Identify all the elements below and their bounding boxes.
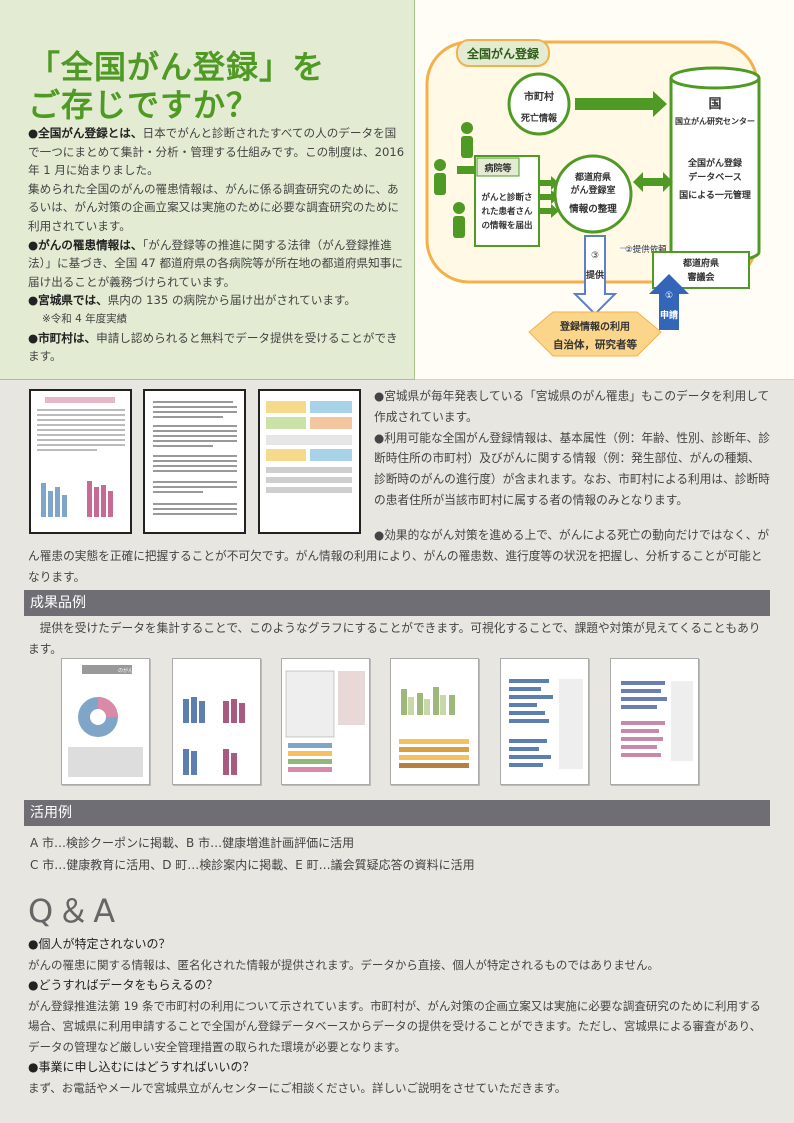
qa-answer: がん登録推進法第 19 条で市町村の利用について示されています。市町村が、がん対… xyxy=(28,998,762,1054)
middle-text-full: ●効果的ながん対策を進める上で、がんによる死亡の動向だけではなく、がん罹患の実態… xyxy=(28,528,770,584)
qa-question: ●事業に申し込むにはどうすればいいの？ xyxy=(28,1060,255,1074)
two-way-arrow-icon xyxy=(633,172,673,192)
svg-text:①: ① xyxy=(665,291,673,301)
flow-diagram: 全国がん登録 市町村 死亡情報 国 国立がん研究センター 全国がん登録 データベ… xyxy=(425,39,761,357)
svg-text:がん登録室: がん登録室 xyxy=(570,184,615,196)
nation-label: 国 xyxy=(708,97,721,112)
ncc-label: 国立がん研究センター xyxy=(675,116,755,126)
qa-title: Q＆A xyxy=(28,892,120,930)
svg-text:情報の整理: 情報の整理 xyxy=(568,203,617,215)
diagram-title-box xyxy=(456,39,550,67)
svg-text:申請: 申請 xyxy=(660,309,678,321)
result-thumbnail xyxy=(390,658,479,785)
svg-text:のがん罹患: のがん罹患 xyxy=(118,667,143,674)
svg-text:登録情報の利用: 登録情報の利用 xyxy=(559,320,630,333)
result-thumbnail: のがん罹患 xyxy=(61,658,150,785)
svg-text:がんと診断さ: がんと診断さ xyxy=(481,192,532,203)
svg-text:国による一元管理: 国による一元管理 xyxy=(679,189,751,201)
svg-text:データベース: データベース xyxy=(688,171,742,183)
middle-text-right: ●宮城県が毎年発表している「宮城県のがん罹患」もこのデータを利用して作成されてい… xyxy=(374,389,770,507)
qa-question: ●個人が特定されないの？ xyxy=(28,937,171,951)
pref-registry-circle xyxy=(553,154,633,234)
result-thumbnail xyxy=(500,658,589,785)
apply-arrow-icon xyxy=(649,274,689,330)
intro-panel: 「全国がん登録」を ご存じですか？ ●全国がん登録とは、日本でがんと診断されたす… xyxy=(0,0,415,380)
svg-text:の情報を届出: の情報を届出 xyxy=(481,220,532,231)
person-icon xyxy=(434,122,473,238)
qa-answer: まず、お電話やメールで宮城県立がんセンターにご相談ください。詳しいご説明をさせて… xyxy=(28,1080,567,1095)
report-thumbnail xyxy=(258,389,361,534)
usage-shape xyxy=(528,311,662,357)
usage-line-1: A 市…検診クーポンに掲載、B 市…健康増進計画評価に活用 xyxy=(30,836,355,850)
registry-diagram: 全国がん登録 市町村 死亡情報 国 国立がん研究センター 全国がん登録 データベ… xyxy=(415,0,794,380)
svg-text:審議会: 審議会 xyxy=(686,271,715,283)
municipality-label: 市町村 xyxy=(524,90,554,103)
svg-text:全国がん登録: 全国がん登録 xyxy=(687,157,743,169)
report-thumbnail xyxy=(29,389,132,534)
death-info-label: 死亡情報 xyxy=(520,112,558,124)
qa-list: ●個人が特定されないの？ がんの罹患に関する情報は、匿名化された情報が提供されま… xyxy=(28,934,770,1098)
request-label: ②提供依頼 xyxy=(625,244,667,255)
hospital-label: 病院等 xyxy=(484,162,511,174)
svg-text:れた患者さん: れた患者さん xyxy=(481,206,533,217)
diagram-title: 全国がん登録 xyxy=(466,46,540,61)
result-thumbnail xyxy=(610,658,699,785)
results-desc: 提供を受けたデータを集計することで、このようなグラフにすることができます。可視化… xyxy=(28,621,761,656)
qa-answer: がんの罹患に関する情報は、匿名化された情報が提供されます。データから直接、個人が… xyxy=(28,957,659,972)
arrow-to-nation-icon xyxy=(575,91,667,117)
svg-text:都道府県: 都道府県 xyxy=(574,171,611,183)
report-thumbnail xyxy=(143,389,246,534)
svg-text:自治体，研究者等: 自治体，研究者等 xyxy=(553,338,637,351)
qa-question: ●どうすればデータをもらえるの？ xyxy=(28,978,219,992)
results-title: 成果品例 xyxy=(24,590,770,616)
headline: 「全国がん登録」を ご存じですか？ xyxy=(28,48,326,124)
usage-title: 活用例 xyxy=(24,800,770,826)
municipality-circle xyxy=(507,72,571,136)
result-thumbnail xyxy=(172,658,261,785)
svg-text:都道府県: 都道府県 xyxy=(682,257,719,269)
usage-line-2: C 市…健康教育に活用、D 町…検診案内に掲載、E 町…議会質疑応答の資料に活用 xyxy=(30,858,475,872)
result-thumbnail xyxy=(281,658,370,785)
svg-text:③: ③ xyxy=(591,251,599,261)
intro-text: ●全国がん登録とは、日本でがんと診断されたすべての人のデータを国で一つにまとめて… xyxy=(28,126,405,364)
provide-arrow-icon xyxy=(572,235,618,316)
svg-text:提供: 提供 xyxy=(586,269,604,281)
